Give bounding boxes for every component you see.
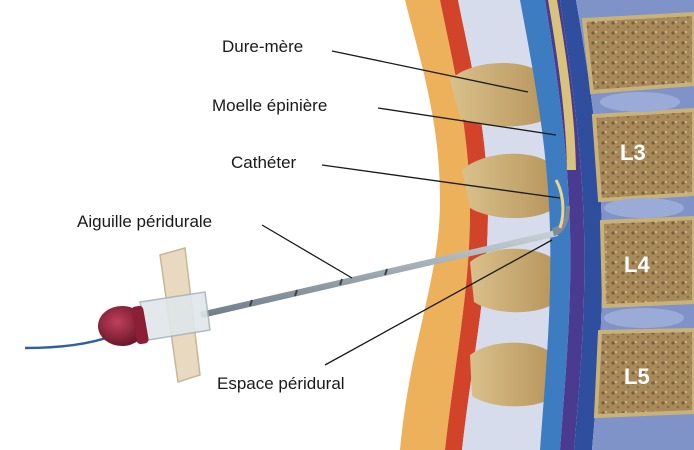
catheter-tube [25, 336, 112, 348]
leader-aiguille [262, 225, 352, 278]
needle-hub [140, 292, 210, 340]
label-moelle-epiniere: Moelle épinière [212, 96, 327, 116]
vertebra-label-l3: L3 [620, 140, 646, 165]
label-dure-mere: Dure-mère [222, 37, 303, 57]
label-aiguille-peridurale: Aiguille péridurale [77, 212, 212, 232]
vertebra-label-l4: L4 [624, 252, 650, 277]
vertebra-label-l5: L5 [624, 364, 650, 389]
label-catheter: Cathéter [231, 153, 296, 173]
label-espace-peridural: Espace péridural [217, 374, 345, 394]
